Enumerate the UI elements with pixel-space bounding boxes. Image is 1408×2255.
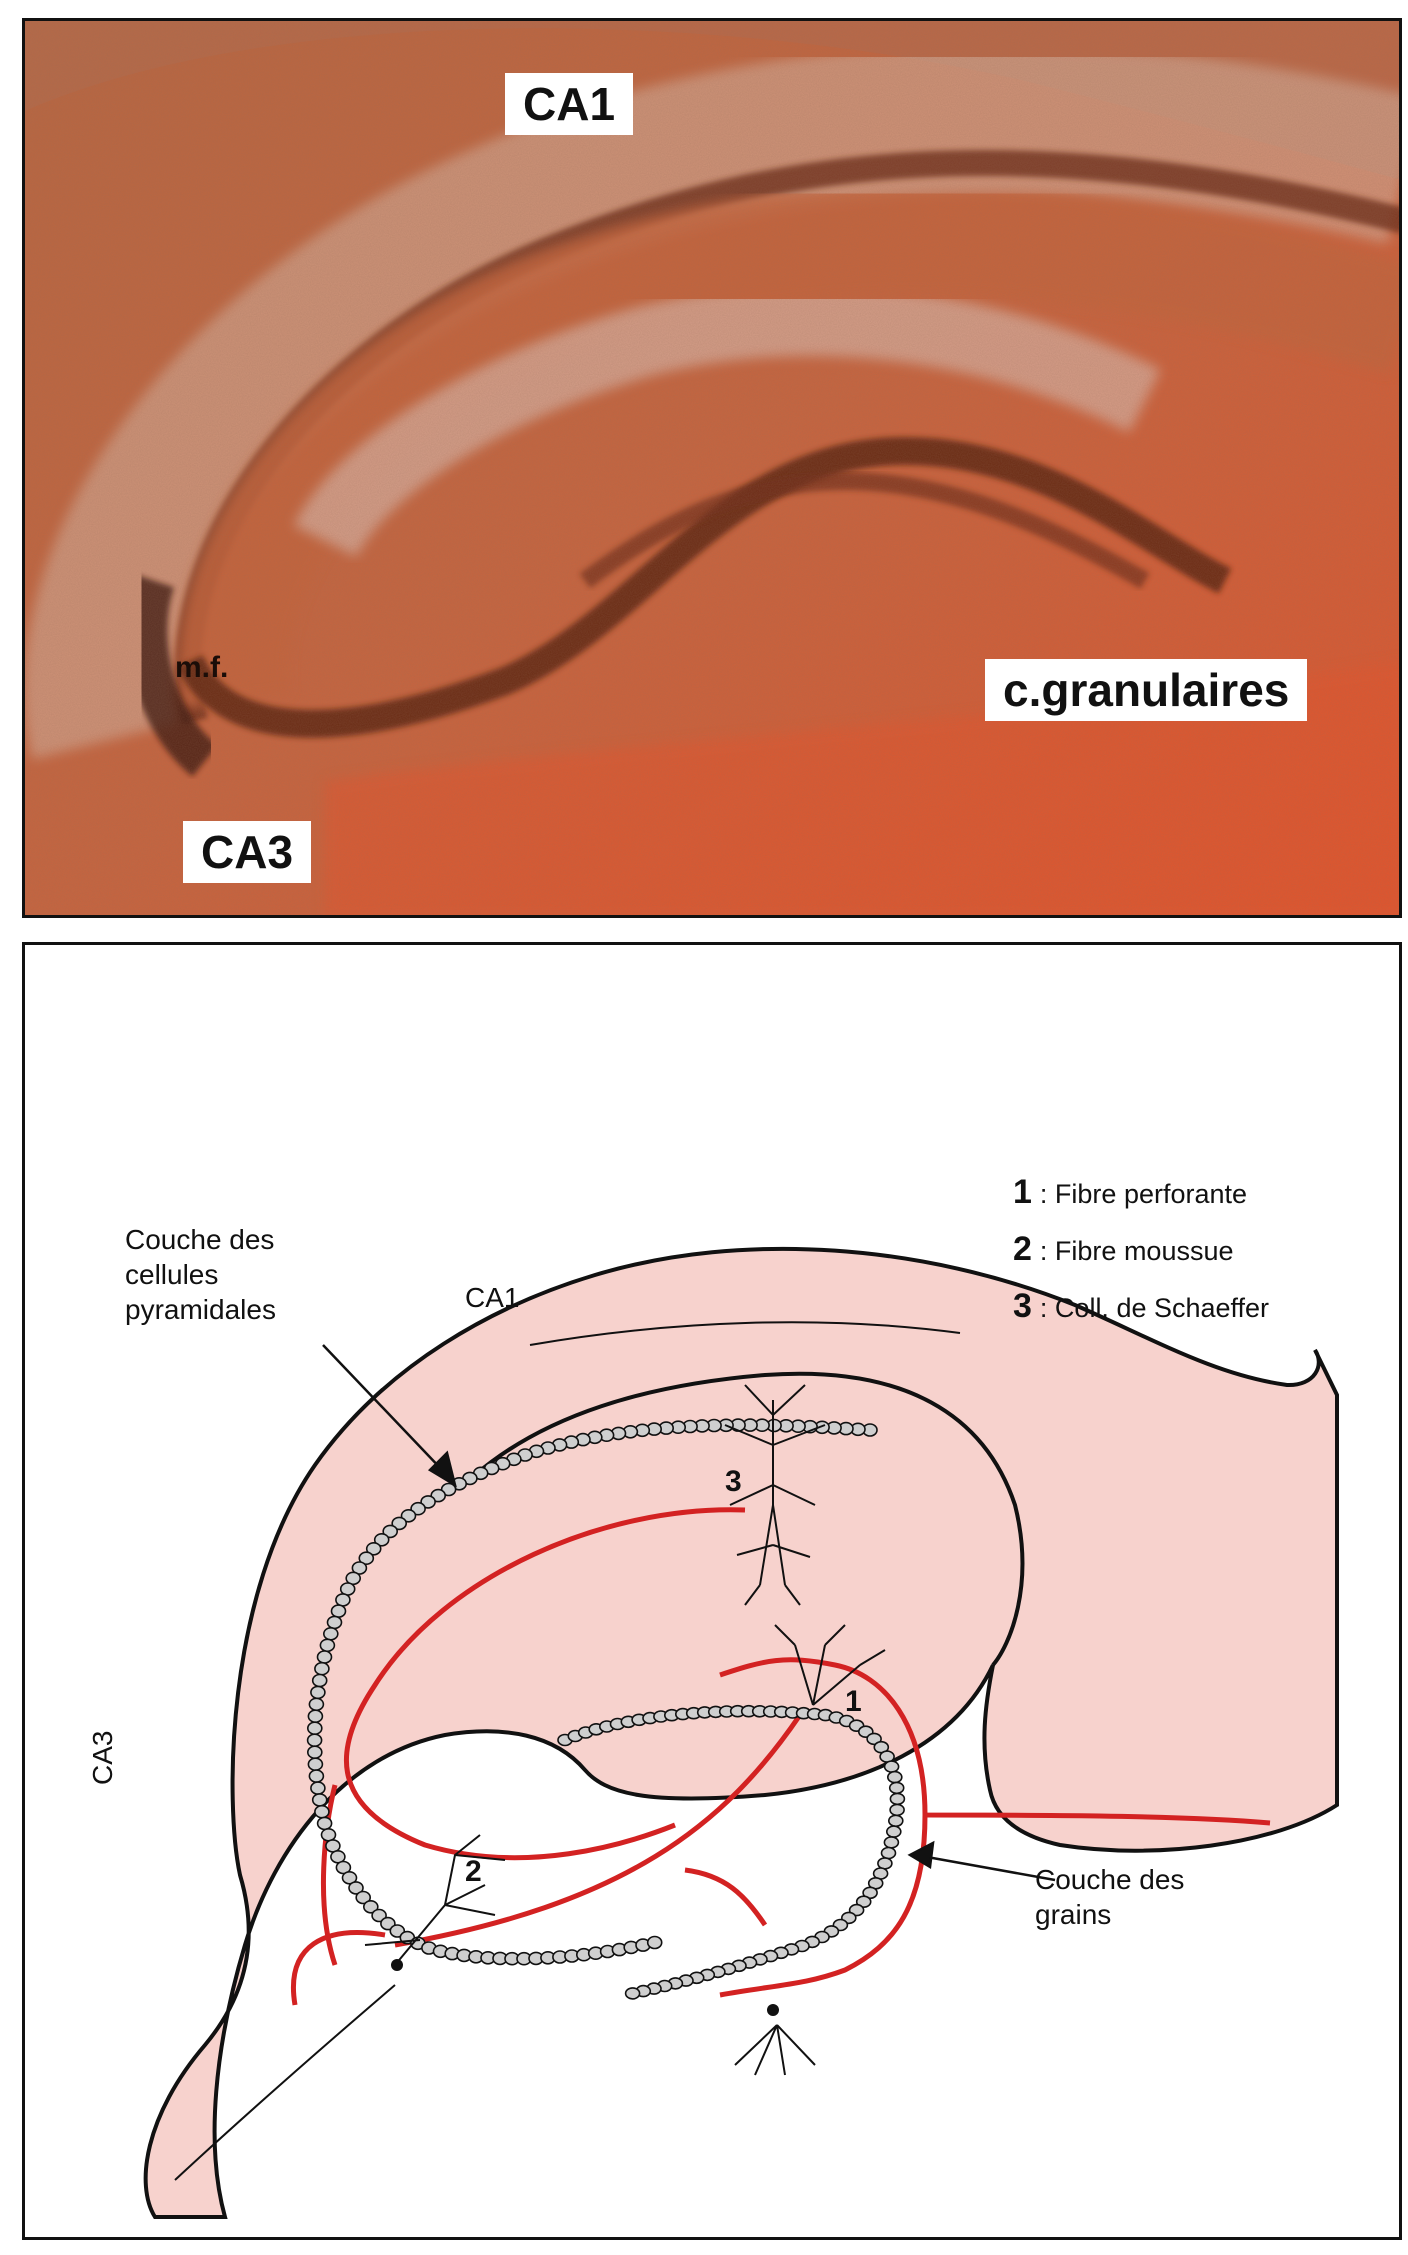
pyramidal-cell: [326, 1615, 343, 1630]
pyramidal-cell: [320, 1827, 337, 1842]
pyramidal-cell: [351, 1561, 368, 1575]
granule-cell: [855, 1895, 872, 1909]
pyramidal-cell: [322, 1626, 339, 1641]
fiber-number-1: 1: [845, 1685, 862, 1718]
granule-cell: [888, 1781, 905, 1795]
legend-number: 2: [1013, 1230, 1032, 1268]
pyramidal-cell: [382, 1524, 399, 1539]
granule-cell: [887, 1814, 904, 1828]
granule-cell: [883, 1760, 900, 1773]
pyramidal-cell: [362, 1899, 379, 1914]
hippocampus-schematic: [143, 1246, 1339, 2219]
legend-number: 3: [1013, 1287, 1032, 1325]
dentate-outline: [473, 1371, 1025, 1667]
legend-number: 1: [1013, 1173, 1032, 1211]
pyramidal-cell: [316, 1816, 333, 1831]
pyramidal-cell: [319, 1638, 336, 1653]
pyramidal-cell: [355, 1890, 372, 1905]
legend-text: : Fibre moussue: [1039, 1236, 1234, 1266]
pyramidal-cell: [311, 1673, 328, 1688]
pyramidal-cell: [306, 1733, 323, 1748]
pyramidal-cell: [308, 1697, 325, 1712]
granule-cell: [883, 1836, 900, 1849]
fiber-number-3: 3: [725, 1465, 742, 1498]
pyramidal-cell: [330, 1604, 347, 1618]
diagram-ca1-label: CA1: [465, 1282, 520, 1313]
pyramidal-cell: [314, 1661, 330, 1676]
pyramidal-cell: [311, 1793, 328, 1807]
photo-granulaires-label: c.granulaires: [985, 659, 1308, 721]
pyramidal-cell: [308, 1769, 325, 1783]
fiber-group: [291, 1507, 1271, 2006]
pyramidal-cell: [335, 1860, 352, 1875]
pyramidal-cell: [314, 1804, 330, 1819]
pyramidal-cell: [371, 1908, 387, 1923]
pyramidal-cell: [307, 1757, 324, 1772]
pyramidal-cell: [316, 1650, 333, 1664]
diagram-panel: CA1 CA3 Couche des cellules pyramidales …: [22, 942, 1402, 2240]
pyramidal-cell: [358, 1551, 375, 1566]
mossy-branch-2: [684, 1867, 768, 1927]
legend-text: : Coll. de Schaeffer: [1039, 1293, 1270, 1323]
diagram-ca3-label: CA3: [87, 1730, 118, 1785]
granule-layer-label: Couche des grains: [1035, 1864, 1185, 1930]
granule-cell: [886, 1770, 903, 1784]
micrograph-panel: CA1 c.granulaires CA3 m.f.: [22, 18, 1402, 918]
pyramidal-layer-label: Couche des cellules pyramidales: [125, 1224, 276, 1325]
legend-row-2: 2: Fibre moussue: [1013, 1230, 1234, 1269]
cell-group: [306, 1418, 906, 2000]
legend-text: : Fibre perforante: [1039, 1179, 1248, 1209]
granule-cell: [880, 1846, 897, 1860]
photo-ca3-label: CA3: [183, 821, 312, 883]
perforant-path: [719, 1657, 1271, 1826]
pyramidal-cell: [341, 1870, 358, 1885]
pyramidal-cell: [373, 1532, 390, 1547]
pointer-group: [322, 1344, 1056, 1882]
photo-mf-label: m.f.: [175, 651, 229, 684]
pyramidal-cell: [400, 1508, 417, 1523]
mossy-fiber: [320, 1784, 338, 1966]
hippocampus-micrograph: [25, 21, 1399, 915]
dendrite-group: [364, 1384, 886, 2076]
granule-cell: [889, 1792, 906, 1806]
fiber-number-2: 2: [465, 1855, 482, 1888]
ca3-mossy-loop: [291, 1930, 386, 2006]
hippocampus-outline: [143, 1246, 1339, 2219]
granule-cell: [885, 1825, 902, 1838]
pyramidal-cell: [310, 1685, 326, 1700]
pyramidal-cell: [306, 1721, 323, 1736]
pyramidal-cell: [391, 1516, 408, 1531]
pyramidal-cell: [306, 1745, 323, 1760]
photo-ca1-label: CA1: [505, 73, 634, 135]
legend-row-1: 1: Fibre perforante: [1013, 1173, 1247, 1212]
pyramidal-cell: [365, 1541, 382, 1556]
granule-cell: [624, 1987, 641, 2000]
pyramidal-cell: [420, 1495, 436, 1509]
schaffer-collateral: [343, 1507, 746, 1861]
pyramidal-cell: [646, 1935, 663, 1950]
pyramidal-cell: [335, 1593, 351, 1607]
granule-cell: [889, 1803, 905, 1817]
legend-row-3: 3: Coll. de Schaeffer: [1013, 1287, 1269, 1326]
perforant-lower: [719, 1814, 928, 1998]
pyramidal-cell: [310, 1781, 326, 1795]
pyramidal-cell: [307, 1709, 324, 1724]
mossy-branch: [394, 1713, 803, 1948]
pyramidal-cell: [348, 1881, 364, 1895]
